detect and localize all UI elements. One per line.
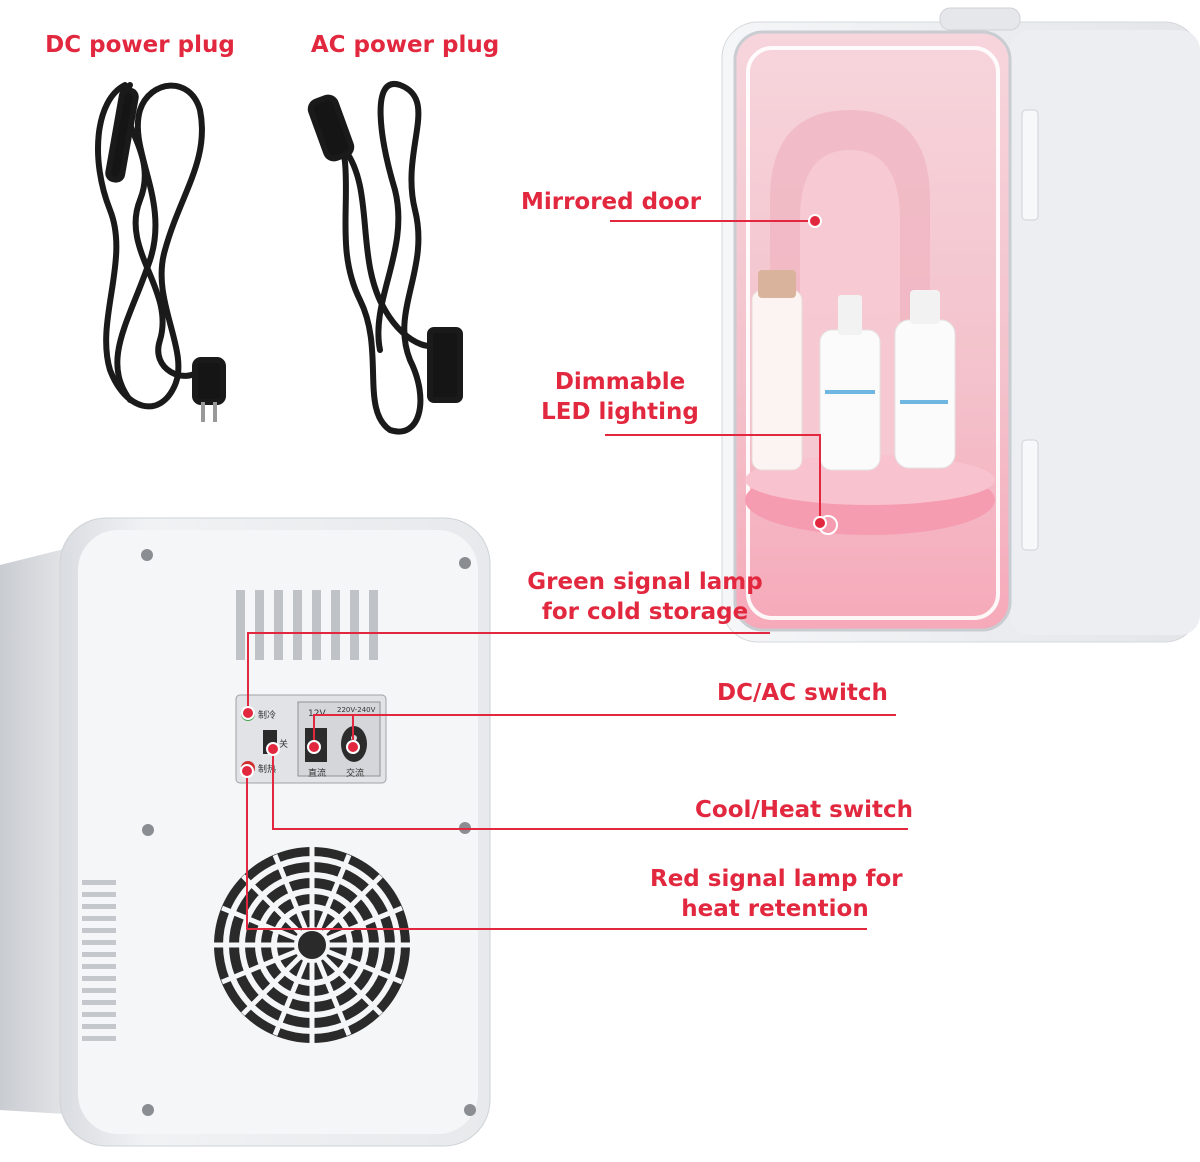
led-leader-v [819, 434, 821, 522]
red-label-line2: heat retention [681, 896, 869, 922]
panel-off-label: 关 [279, 740, 289, 750]
green-lamp-marker [241, 706, 255, 720]
panel-dc-label: 直流 [308, 769, 327, 779]
panel-ac-label: 交流 [346, 769, 365, 779]
led-label-line2: LED lighting [541, 399, 699, 425]
dcac-switch-label: DC/AC switch [717, 680, 888, 706]
coolheat-switch-label: Cool/Heat switch [695, 797, 913, 823]
coolheat-leader-v [272, 748, 274, 830]
dcac-marker-dc [307, 740, 321, 754]
dcac-leader-h [314, 714, 896, 716]
led-lighting-label: Dimmable LED lighting [540, 367, 700, 427]
fridge-back [0, 517, 491, 1147]
led-label-line1: Dimmable [554, 369, 686, 395]
green-leader-v [247, 632, 249, 712]
green-leader-h [248, 632, 770, 634]
green-label-line1: Green signal lamp [527, 569, 763, 595]
green-label-line2: for cold storage [541, 599, 749, 625]
dcac-leader-v1 [313, 714, 315, 746]
mirrored-door-label: Mirrored door [520, 189, 702, 215]
red-leader-v [246, 770, 248, 930]
red-lamp-label: Red signal lamp for heat retention [650, 864, 903, 924]
red-lamp-marker [240, 764, 254, 778]
red-leader-h [247, 928, 867, 930]
dc-power-plug-label: DC power plug [45, 32, 235, 58]
panel-heat-label: 制热 [258, 765, 277, 775]
mirrored-door-leader [610, 220, 814, 222]
panel-cool-label: 制冷 [258, 711, 277, 721]
dcac-leader-v2 [352, 714, 354, 746]
ac-power-plug-label: AC power plug [310, 32, 500, 58]
panel-220v-label: 220V-240V [337, 706, 376, 714]
coolheat-leader-h [273, 828, 908, 830]
mirrored-door-marker [808, 214, 822, 228]
ac-power-cord [307, 81, 463, 435]
green-lamp-label: Green signal lamp for cold storage [525, 567, 765, 627]
coolheat-marker [266, 742, 280, 756]
led-marker [813, 516, 827, 530]
dcac-marker-ac [346, 740, 360, 754]
dc-power-cord [95, 82, 226, 422]
fridge-front [721, 7, 1200, 643]
led-leader-h [605, 434, 820, 436]
red-label-line1: Red signal lamp for [650, 866, 903, 892]
